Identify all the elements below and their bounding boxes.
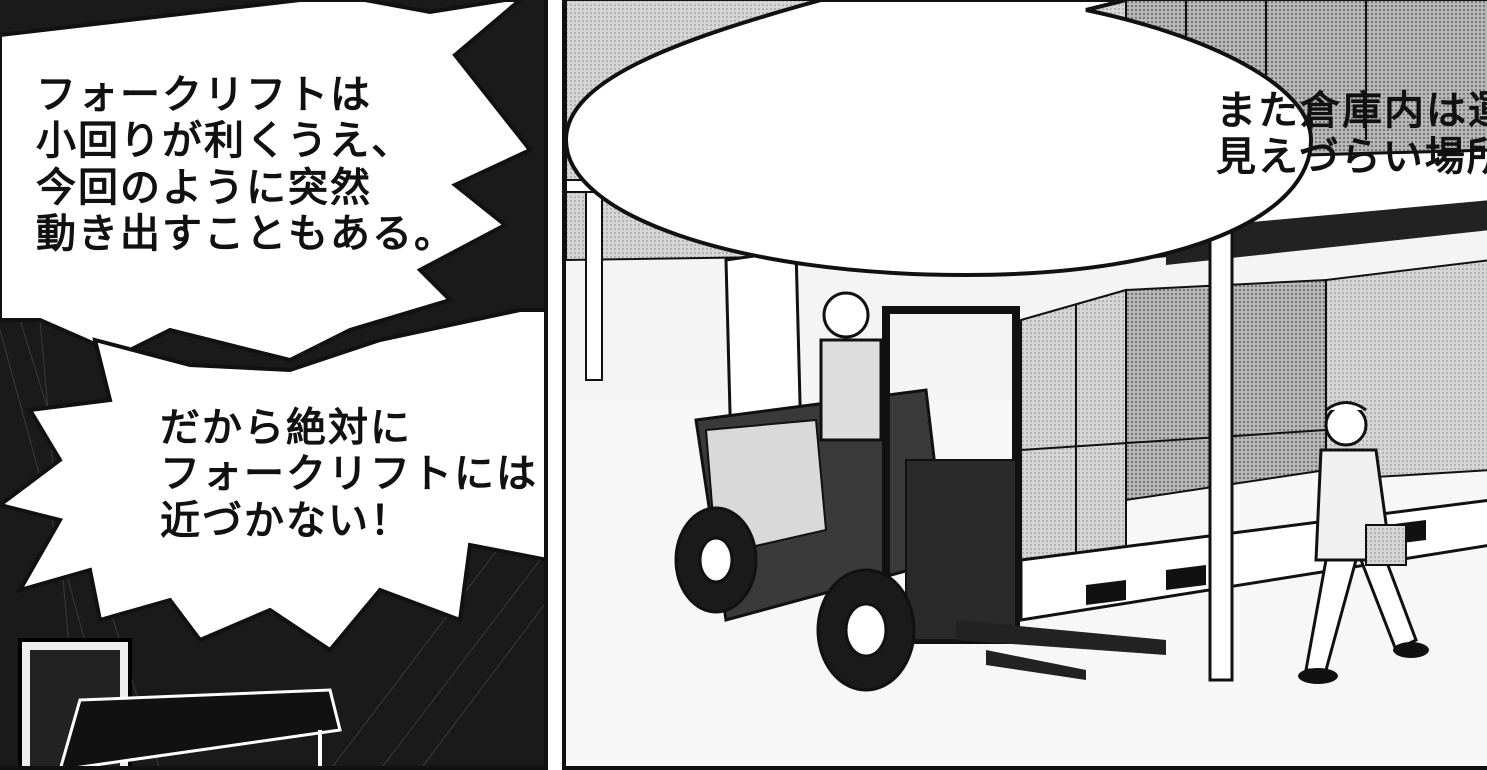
manga-panel-left: フォークリフトは 小回りが利くうえ、 今回のように突然 動き出すこともある。 だ…: [0, 0, 548, 770]
speech-text-oval: また倉庫内は運転手から 見えづらい場所も多く存在する。: [1216, 88, 1487, 181]
speech-text-bottom: だから絶対に フォークリフトには 近づかない！: [160, 405, 538, 544]
panel-right-art: [566, 0, 1487, 766]
panel-left-art: [0, 0, 544, 766]
speech-bubble-oval: [566, 0, 1314, 278]
worker-illustration: [1298, 401, 1429, 684]
forklift-illustration: [674, 248, 1166, 692]
speech-text-top: フォークリフトは 小回りが利くうえ、 今回のように突然 動き出すこともある。: [36, 72, 456, 258]
table-silhouette: [18, 638, 342, 766]
manga-panel-right: また倉庫内は運転手から 見えづらい場所も多く存在する。: [562, 0, 1487, 770]
speech-bubble-bottom: [0, 308, 544, 653]
